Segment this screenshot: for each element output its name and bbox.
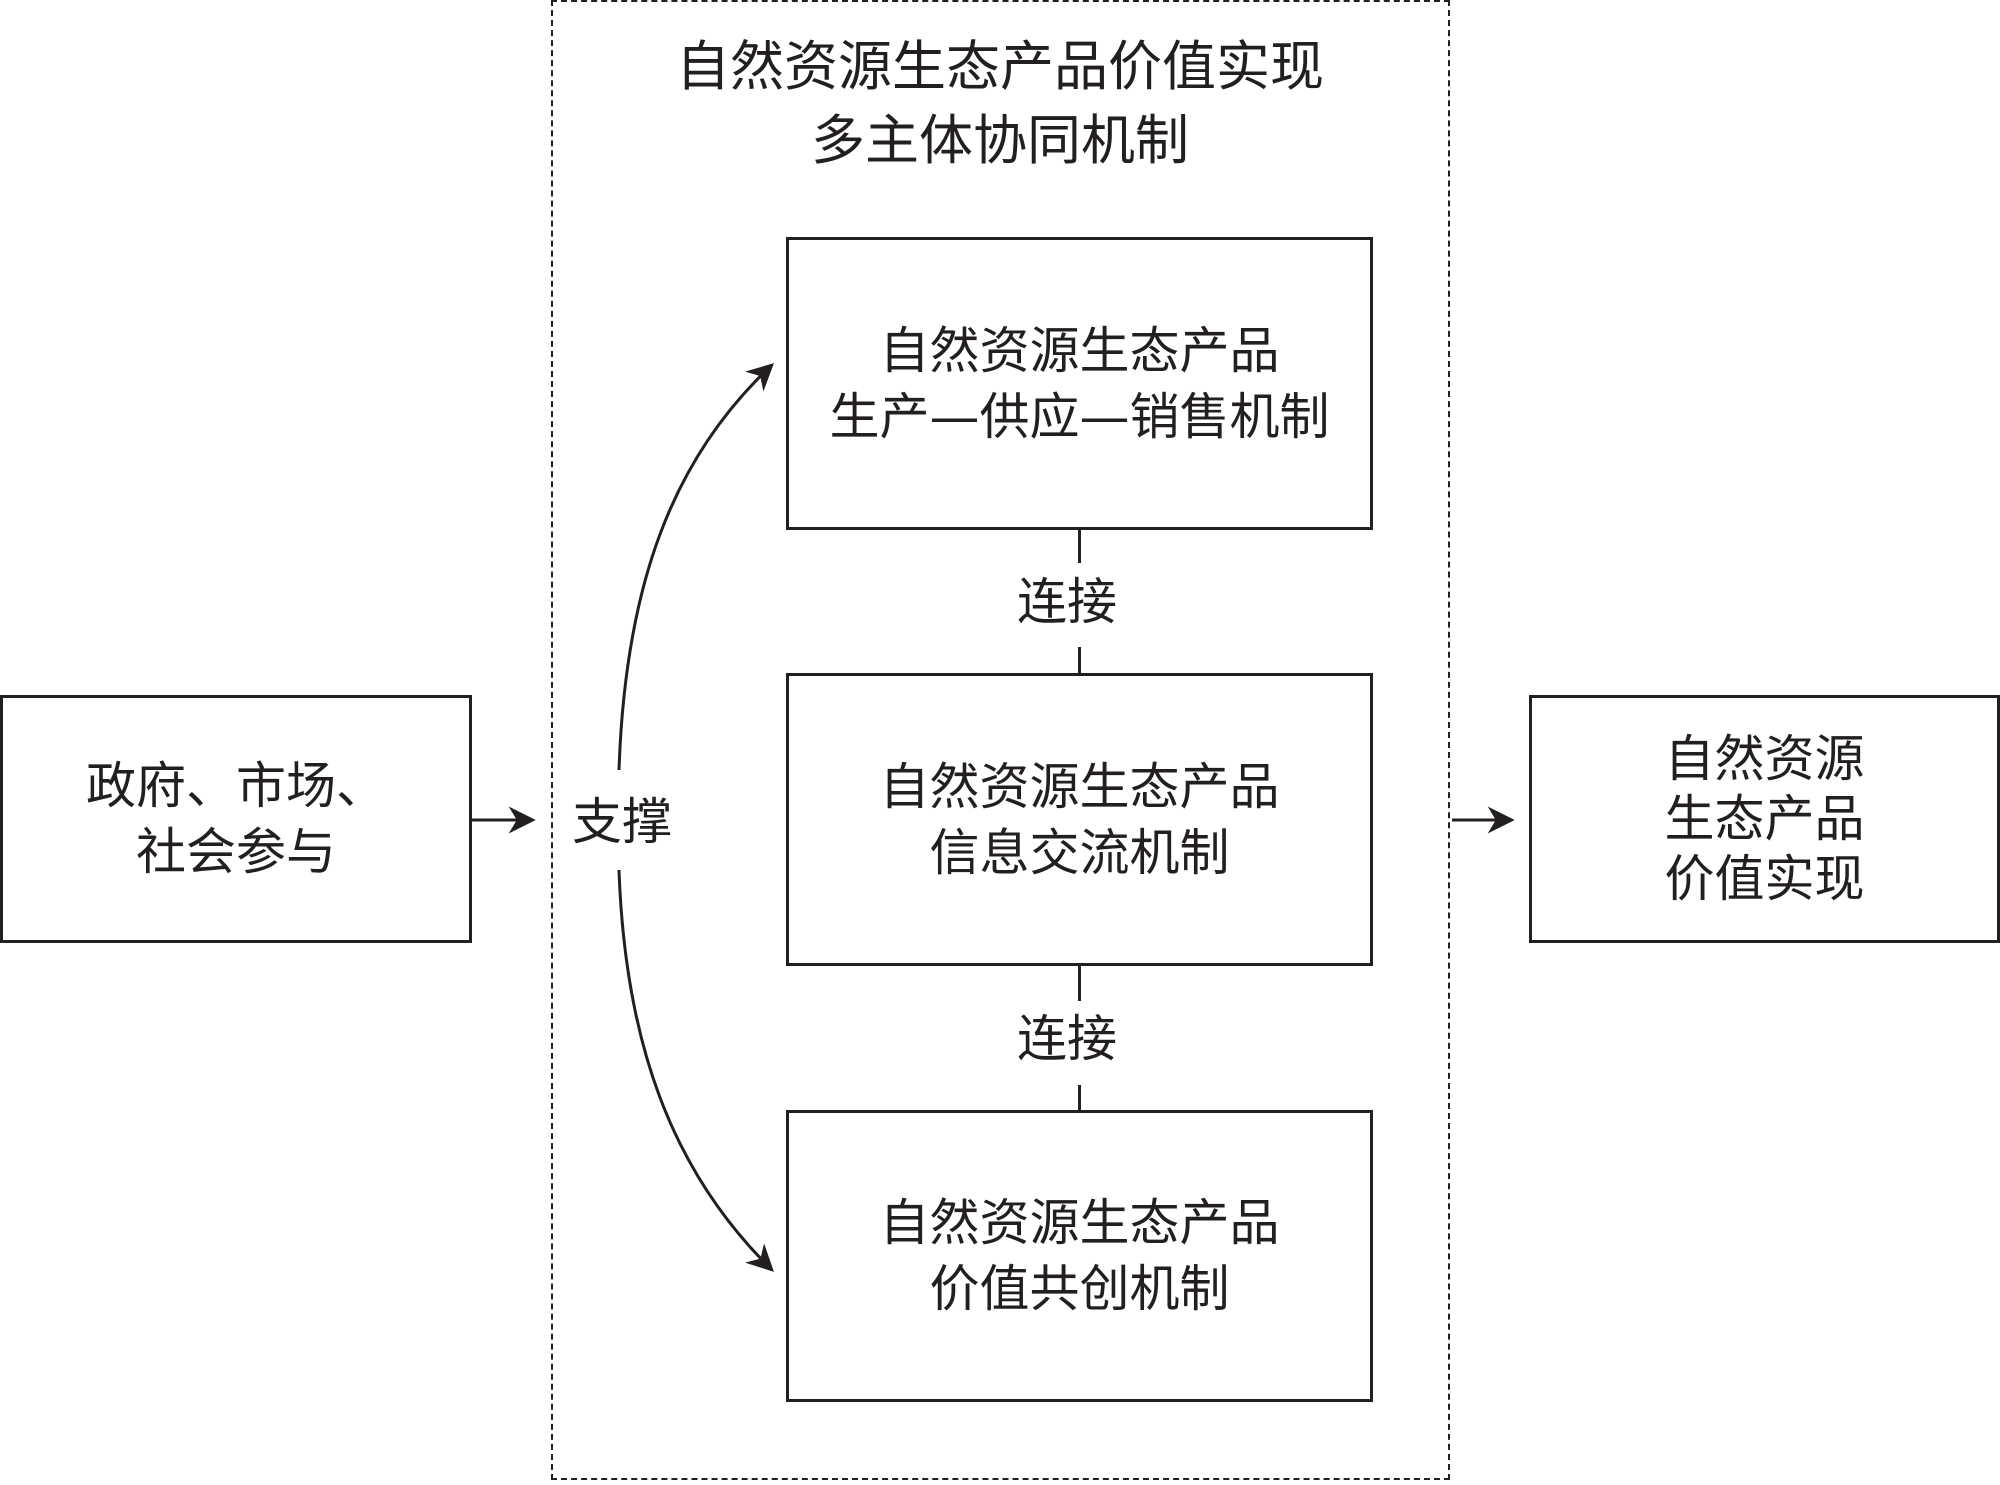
value-realization-line-1: 自然资源 (1664, 730, 1865, 788)
support-label: 支撑 (572, 793, 672, 851)
mechanism-2-line-2: 信息交流机制 (929, 823, 1230, 882)
value-realization-box: 自然资源 生态产品 价值实现 (1529, 695, 2000, 943)
value-co-creation-mechanism-box: 自然资源生态产品 价值共创机制 (786, 1110, 1373, 1402)
information-exchange-mechanism-box: 自然资源生态产品 信息交流机制 (786, 673, 1373, 966)
connect-label-2: 连接 (1017, 1009, 1117, 1069)
mechanism-3-line-2: 价值共创机制 (929, 1260, 1230, 1318)
mechanism-1-line-2: 生产—供应—销售机制 (829, 387, 1330, 446)
connector-line-bottom-1 (1078, 647, 1081, 675)
support-arrow-up (617, 363, 774, 771)
title-line-1: 自然资源生态产品价值实现 (676, 35, 1324, 98)
connector-line-top-1 (1078, 528, 1081, 563)
connector-line-bottom-2 (1078, 1085, 1081, 1113)
collaboration-mechanism-frame (551, 0, 1450, 1480)
mechanism-3-line-1: 自然资源生态产品 (879, 1194, 1280, 1252)
value-realization-line-3: 价值实现 (1664, 850, 1865, 908)
title-line-2: 多主体协同机制 (811, 109, 1189, 172)
value-realization-line-2: 生态产品 (1664, 790, 1865, 848)
mechanism-2-line-1: 自然资源生态产品 (879, 757, 1280, 816)
support-arrow-down (617, 869, 774, 1272)
participants-line-2: 社会参与 (136, 823, 336, 881)
participants-box: 政府、市场、 社会参与 (0, 695, 472, 943)
connector-line-top-2 (1078, 964, 1081, 1001)
diagram-title: 自然资源生态产品价值实现 多主体协同机制 (560, 30, 1440, 178)
mechanism-1-line-1: 自然资源生态产品 (879, 321, 1280, 380)
connect-label-1: 连接 (1017, 572, 1117, 632)
production-supply-sales-mechanism-box: 自然资源生态产品 生产—供应—销售机制 (786, 237, 1373, 530)
participants-line-1: 政府、市场、 (86, 757, 386, 815)
